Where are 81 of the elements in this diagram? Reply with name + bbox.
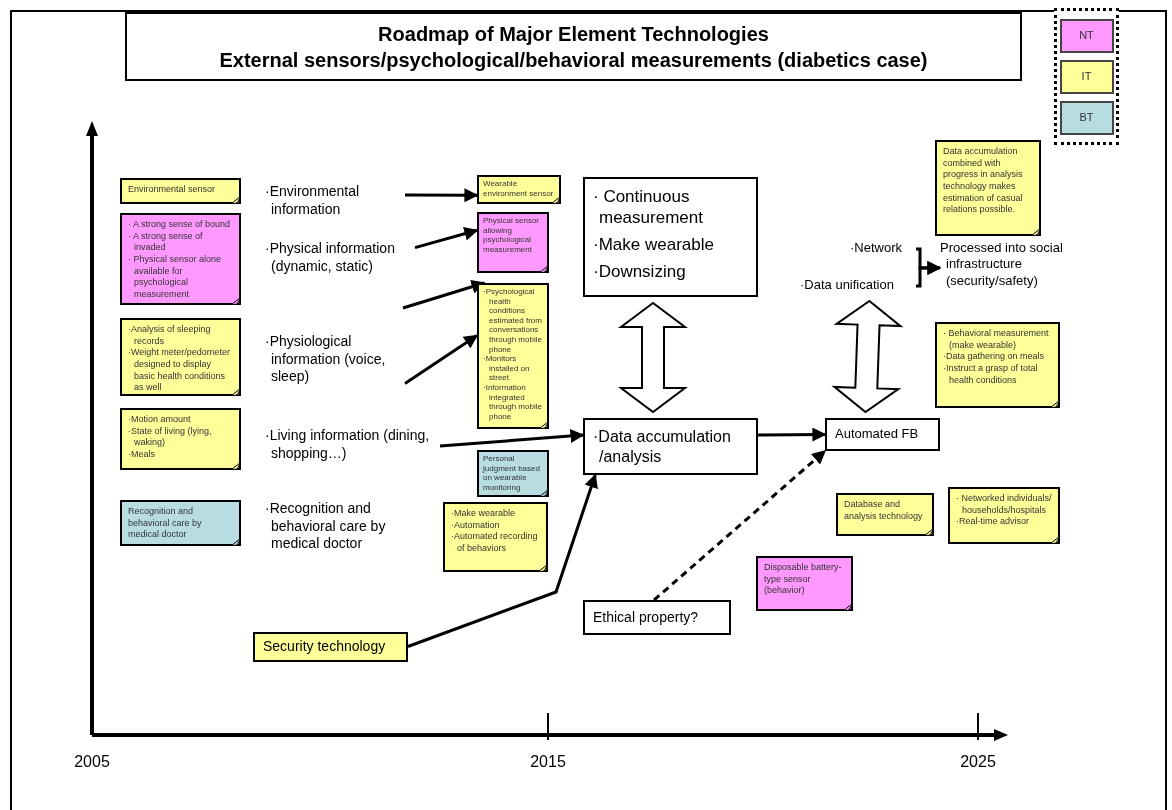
- arrow: [404, 334, 479, 385]
- node-text: ·Recognition and behavioral care by medical doctor: [265, 500, 387, 553]
- arrow: [405, 188, 479, 203]
- note-text: Environmental sensor: [128, 184, 217, 196]
- note-text: Wearable environment sensor: [483, 179, 555, 199]
- node-text: ·Physiological information (voice, sleep): [265, 333, 387, 386]
- brace-arrow: [407, 473, 598, 648]
- sticky-note: [948, 487, 1060, 544]
- node-text: Security technology: [263, 638, 387, 656]
- note-text: ·State of living (lying, waking): [128, 425, 213, 450]
- node-text: ·Data unification: [800, 277, 895, 294]
- text-box: [825, 418, 940, 451]
- double-arrow: [831, 299, 904, 414]
- note-text: ·Make wearable: [451, 508, 517, 520]
- note-text: · Behavioral measurement (make wearable): [943, 328, 1050, 352]
- sticky-note: [836, 493, 934, 536]
- note-text: Recognition and behavioral care by medical doctor: [128, 506, 203, 542]
- node-text: ·Downsizing: [593, 261, 687, 283]
- note-text: ·Motion amount: [128, 414, 192, 426]
- legend-label: IT: [1081, 69, 1092, 85]
- year-label: 2005: [74, 752, 110, 772]
- note-text: ·Monitors installed on street: [483, 354, 531, 383]
- node-text: ·Data accumulation /analysis: [593, 426, 732, 467]
- sticky-note: [477, 283, 549, 429]
- note-text: ·Instruct a grasp of total health conditions: [943, 363, 1039, 387]
- node-text: Automated FB: [835, 426, 920, 443]
- note-text: Physical sensor allowing psychological measurement: [483, 216, 541, 255]
- note-text: ·Meals: [128, 449, 156, 461]
- note-text: ·Psychological health conditions estimated from conversations through mobile phone: [483, 287, 543, 355]
- arrow: [758, 427, 827, 442]
- arrow: [439, 429, 585, 448]
- text-box: [583, 418, 758, 475]
- node-text: ·Network: [850, 240, 903, 257]
- year-label: 2025: [960, 752, 996, 772]
- sticky-note: [120, 213, 241, 305]
- note-text: Disposable battery-type sensor (behavior): [764, 562, 843, 598]
- note-text: ·Automation: [451, 519, 501, 532]
- legend-label: BT: [1079, 110, 1094, 126]
- note-text: Data accumulation combined with progress in analysis technology makes estimation of casual relations possible.: [943, 146, 1024, 217]
- arrow: [414, 226, 479, 250]
- sticky-note: [756, 556, 853, 611]
- sticky-note: [120, 318, 241, 396]
- brace-arrow: [916, 260, 942, 288]
- node-text: · Continuous measurement: [593, 185, 704, 228]
- node-text: ·Make wearable: [593, 234, 715, 256]
- note-text: · A strong sense of invaded: [128, 230, 204, 255]
- note-text: · Physical sensor alone available for psychological measurement: [128, 254, 223, 301]
- sticky-note: [120, 408, 241, 470]
- sticky-note: [477, 175, 561, 204]
- year-label: 2015: [530, 752, 566, 772]
- note-text: ·Weight meter/pedometer designed to display basic health conditions as well: [128, 347, 231, 395]
- note-text: Personal judgment based on wearable monitoring: [483, 454, 541, 493]
- arrow: [653, 449, 827, 602]
- subtitle: External sensors/psychological/behavioral measurements (diabetics case): [219, 47, 928, 73]
- text-box: [583, 600, 731, 635]
- note-text: ·Automated recording of behaviors: [451, 531, 539, 555]
- arrow: [402, 280, 486, 310]
- sticky-note: [120, 500, 241, 546]
- text-box: [253, 632, 408, 662]
- sticky-note: [120, 178, 241, 204]
- note-text: ·Data gathering on meals: [943, 351, 1046, 364]
- node-text: ·Living information (dining, shopping…): [265, 427, 431, 462]
- legend-label: NT: [1079, 28, 1094, 44]
- node-text: ·Physical information (dynamic, static): [265, 240, 396, 275]
- double-arrow: [618, 301, 688, 414]
- sticky-note: [477, 450, 549, 497]
- node-text: Ethical property?: [593, 608, 700, 627]
- node-text: Processed into social infrastructure (security/safety): [940, 240, 1064, 289]
- note-text: · A strong sense of bound: [128, 219, 232, 231]
- sticky-note: [443, 502, 548, 572]
- sticky-note: [935, 140, 1041, 236]
- note-text: Database and analysis technology: [844, 499, 924, 523]
- note-text: ·Analysis of sleeping records: [128, 324, 212, 348]
- text-box: [583, 177, 758, 297]
- node-text: ·Environmental information: [265, 183, 361, 218]
- title: Roadmap of Major Element Technologies: [378, 21, 769, 47]
- note-text: ·Real-time advisor: [956, 516, 1031, 529]
- sticky-note: [935, 322, 1060, 408]
- note-text: ·Information integrated through mobile phone: [483, 382, 543, 422]
- sticky-note: [477, 212, 549, 273]
- note-text: · Networked individuals/ households/hospitals: [956, 493, 1052, 517]
